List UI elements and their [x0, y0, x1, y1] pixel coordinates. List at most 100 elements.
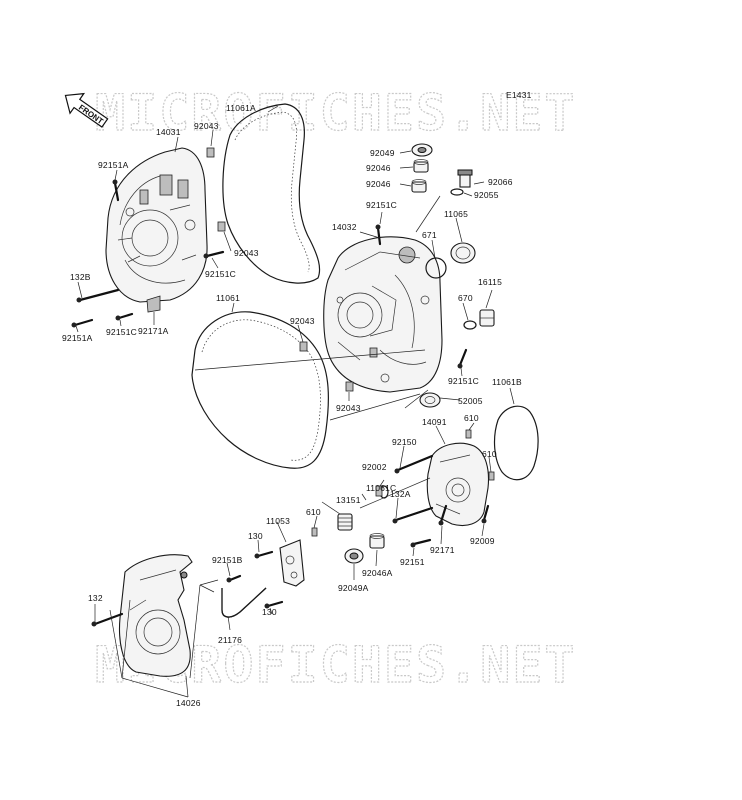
label-92049: 92049	[370, 148, 395, 158]
chain-cover-14026	[118, 554, 193, 677]
cap-11065	[450, 242, 476, 264]
label-92046-b: 92046	[366, 179, 391, 189]
seal-92049a	[344, 548, 364, 564]
bracket-92171a	[146, 295, 161, 313]
generator-cover-14032	[323, 236, 443, 393]
label-671: 671	[422, 230, 437, 240]
bolt-130-a	[254, 550, 274, 559]
label-130-a: 130	[248, 531, 263, 541]
bushing-92046-lower	[411, 179, 427, 193]
label-92066: 92066	[488, 177, 513, 187]
label-92150: 92150	[392, 437, 417, 447]
leader-lines	[75, 105, 515, 698]
label-132b: 132B	[70, 272, 91, 282]
bolt-92151c-d	[457, 348, 468, 369]
bolt-132	[91, 612, 124, 627]
label-92151c-b: 92151C	[106, 327, 137, 337]
label-16115: 16115	[478, 277, 502, 287]
water-pump-cover-14091	[426, 442, 490, 527]
label-11061c: 11061C	[366, 483, 396, 493]
bolt-92151	[410, 538, 432, 548]
bushing-92046-upper	[413, 159, 429, 173]
label-92009: 92009	[470, 536, 495, 546]
bolt-92171	[438, 504, 448, 526]
label-92151: 92151	[400, 557, 425, 567]
label-92043-b: 92043	[234, 248, 259, 258]
seal-92049	[411, 143, 433, 157]
label-92151c-a: 92151C	[205, 269, 236, 279]
label-92049a: 92049A	[338, 583, 369, 593]
label-14026: 14026	[176, 698, 201, 708]
bolt-92002	[375, 485, 383, 497]
bolt-130-b	[264, 600, 284, 609]
gasket-11061	[191, 311, 329, 469]
label-92046a: 92046A	[362, 568, 393, 578]
label-11061a-top: 11061A	[226, 103, 256, 113]
bolt-92009	[481, 504, 490, 524]
gasket-11061a	[222, 103, 321, 284]
shaft-13151	[359, 477, 431, 509]
label-21176: 21176	[218, 635, 242, 645]
diagram-code: E1431	[506, 90, 532, 100]
label-130-b: 130	[262, 607, 277, 617]
bolt-92151c-a	[203, 250, 225, 259]
label-14032: 14032	[332, 222, 357, 232]
label-92171: 92171	[430, 545, 455, 555]
bolt-92043-b	[217, 221, 226, 232]
bolt-132b	[76, 288, 120, 303]
pin-610-b	[488, 471, 495, 481]
bolt-92151c-b	[115, 312, 134, 321]
label-92002: 92002	[362, 462, 387, 472]
label-11065: 11065	[444, 209, 468, 219]
label-92151b: 92151B	[212, 555, 243, 565]
label-11053: 11053	[266, 516, 290, 526]
pin-610-c	[311, 527, 318, 537]
bolt-92043-a	[206, 147, 215, 158]
clutch-cover-14031	[105, 147, 208, 303]
label-92043-d: 92043	[336, 403, 361, 413]
bolt-92043-c	[299, 341, 308, 352]
bolt-92043-d	[345, 381, 354, 392]
label-13151: 13151	[336, 495, 361, 505]
label-610-a: 610	[464, 413, 479, 423]
plug-92066	[457, 169, 473, 188]
label-92046-a: 92046	[366, 163, 391, 173]
label-92151c-c: 92151C	[366, 200, 397, 210]
bolt-132a	[392, 506, 434, 524]
label-14031: 14031	[156, 127, 181, 137]
label-11061b: 11061B	[492, 377, 522, 387]
label-92171a: 92171A	[138, 326, 169, 336]
label-11061: 11061	[216, 293, 240, 303]
label-670: 670	[458, 293, 473, 303]
bolt-92043-e	[369, 347, 378, 358]
label-132: 132	[88, 593, 103, 603]
label-92043-a: 92043	[194, 121, 219, 131]
oil-seal-52005	[419, 392, 441, 408]
o-ring-670	[463, 320, 477, 330]
label-92055: 92055	[474, 190, 499, 200]
pin-610-a	[465, 429, 472, 439]
watermark-top: MICROFICHES.NET	[95, 84, 577, 142]
label-610-c: 610	[306, 507, 321, 517]
bolt-92151a-bot	[71, 318, 94, 328]
label-52005: 52005	[458, 396, 483, 406]
switch-16115	[479, 309, 495, 327]
label-92151c-d: 92151C	[448, 376, 479, 386]
hose-21176	[221, 587, 267, 618]
bolt-92151a-top	[112, 179, 120, 202]
bolt-92150	[394, 454, 434, 474]
bracket-11053	[279, 539, 305, 587]
label-92151a-bot: 92151A	[62, 333, 93, 343]
bushing-92046a	[369, 533, 385, 549]
label-14091: 14091	[422, 417, 447, 427]
label-92151a-top: 92151A	[98, 160, 129, 170]
o-ring-671	[425, 257, 447, 279]
bolt-92151b	[226, 574, 242, 583]
o-ring-92055	[450, 188, 464, 196]
spring-coupler	[337, 513, 353, 531]
gasket-11061b	[493, 405, 539, 481]
label-132a: 132A	[390, 489, 411, 499]
label-92043-c: 92043	[290, 316, 315, 326]
bolt-92151c-c	[375, 224, 382, 246]
